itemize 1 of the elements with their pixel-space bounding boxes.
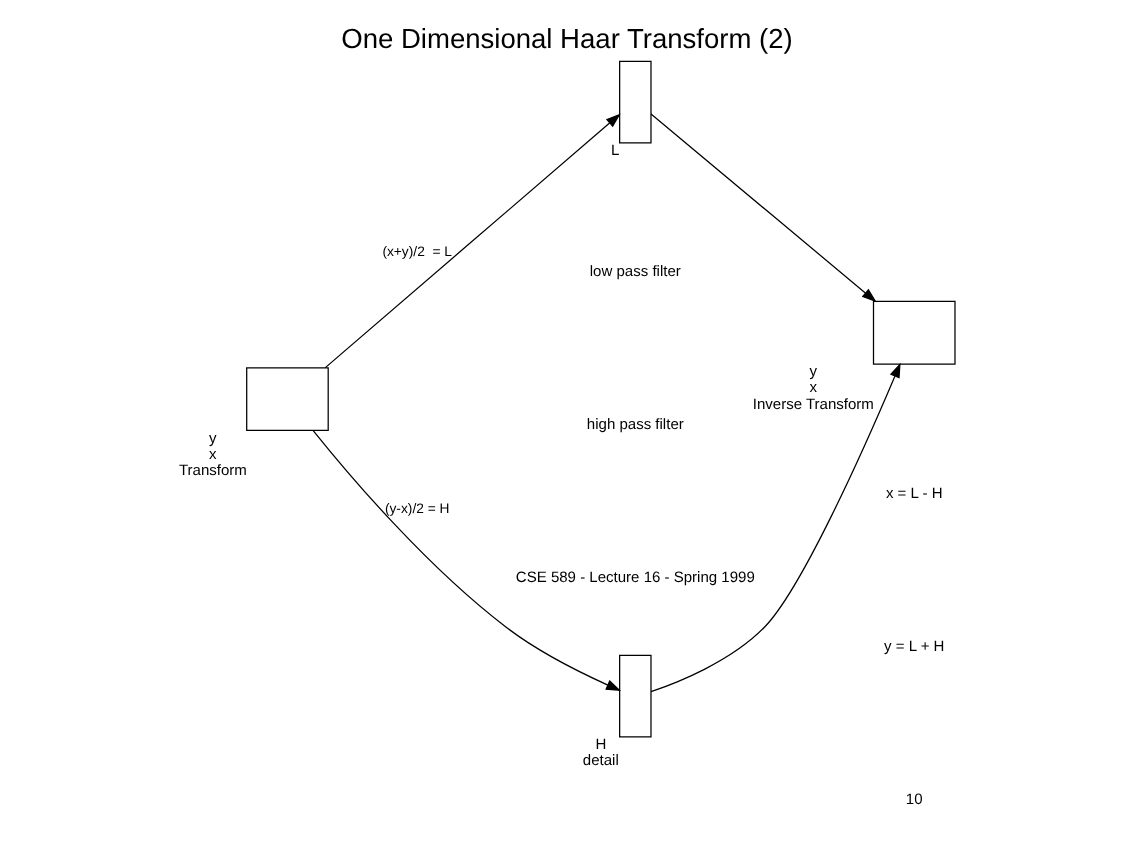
diagram-title: One Dimensional Haar Transform (2) (341, 24, 793, 55)
